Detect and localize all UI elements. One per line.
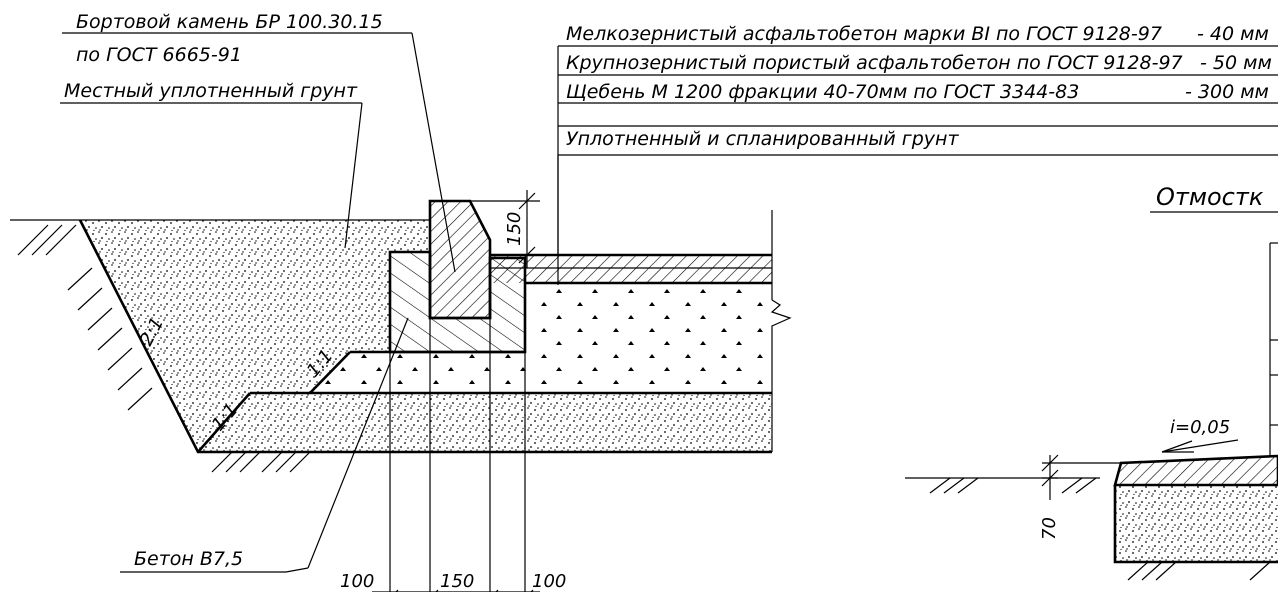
layer-row-1-name: Мелкозернистый асфальтобетон марки BI по… (566, 23, 1162, 45)
concrete-leader-tail (285, 567, 309, 573)
section-title: Отмостк (1156, 183, 1264, 211)
dim-right-value: 100 (532, 571, 566, 592)
curb-label: Бортовой камень БР 100.30.15 (76, 11, 383, 33)
dim-mid-value: 150 (440, 571, 474, 592)
blind-area-thickness-dimension (1041, 454, 1120, 500)
concrete-leader-line (307, 317, 409, 569)
concrete-label: Бетон В7,5 (134, 548, 243, 570)
gradient-label: i=0,05 (1170, 417, 1230, 438)
layer-row-2-name: Крупнозернистый пористый асфальтобетон п… (566, 52, 1183, 74)
curb-height-dimension (470, 190, 540, 268)
curb-standard-label: по ГОСТ 6665-91 (76, 44, 242, 66)
local-soil-label: Местный уплотненный грунт (64, 80, 358, 102)
cross-section (10, 155, 792, 473)
layer-row-1-thickness: - 40 мм (1197, 23, 1269, 45)
blind-area-section (905, 242, 1278, 581)
layer-row-3-thickness: - 300 мм (1185, 81, 1269, 103)
layer-row-4-name: Уплотненный и спланированный грунт (566, 128, 959, 150)
blind-area-thickness-value: 70 (1039, 517, 1060, 540)
gradient-arrow (1161, 439, 1239, 453)
layer-row-2-thickness: - 50 мм (1200, 52, 1272, 74)
foundation-dimensions (372, 318, 540, 592)
layer-row-3-name: Щебень М 1200 фракции 40-70мм по ГОСТ 33… (566, 81, 1079, 103)
curb-height-value: 150 (504, 212, 525, 246)
dim-left-value: 100 (340, 571, 374, 592)
